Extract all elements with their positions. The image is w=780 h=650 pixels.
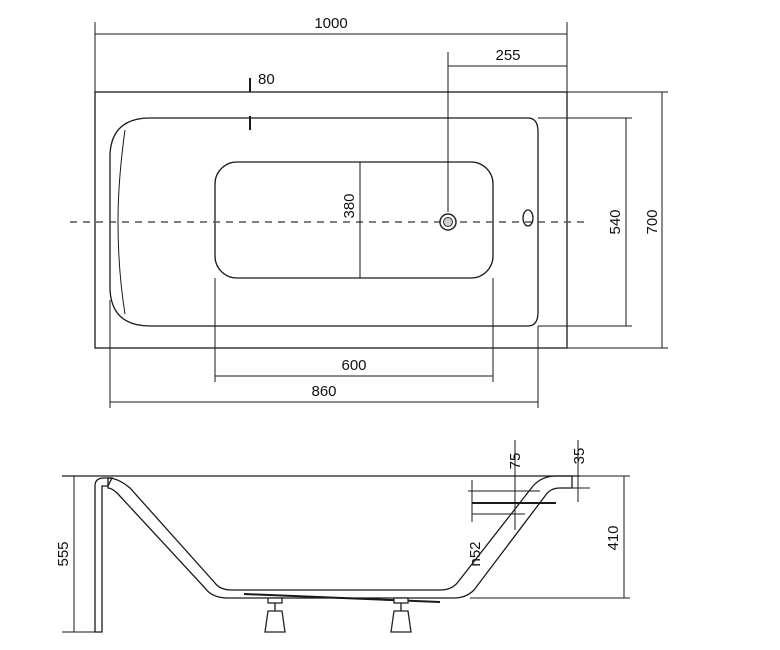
dim-label-total-width: 700 xyxy=(644,209,661,234)
tub-outer-rim xyxy=(94,91,568,349)
side-apron-panel xyxy=(94,477,114,633)
dim-label-inner-length: 860 xyxy=(311,383,336,400)
dim-label-bottom-length: 600 xyxy=(341,357,366,374)
dim-label-total-height: 555 xyxy=(55,541,72,566)
overflow-icon xyxy=(522,209,534,227)
tub-inner-basin xyxy=(109,117,539,327)
dim-label-bottom-width: 380 xyxy=(341,193,358,218)
basin-inner-contour xyxy=(117,129,126,315)
dim-label-inner-width: 540 xyxy=(607,209,624,234)
dim-label-drain-offset: 255 xyxy=(495,47,520,64)
dim-label-inner-depth: 410 xyxy=(605,525,622,550)
top-view: 1000 255 80 380 540 700 600 860 xyxy=(70,15,668,408)
dim-label-rim: 80 xyxy=(258,71,275,88)
side-tub-shell xyxy=(107,475,573,599)
dim-label-overflow: 75 xyxy=(507,453,524,470)
dim-label-drain: n52 xyxy=(467,541,484,566)
side-view: 555 75 n52 35 410 xyxy=(55,440,630,633)
dim-label-total-length: 1000 xyxy=(314,15,347,32)
drain-inner-icon xyxy=(443,217,453,227)
dim-label-rim-thickness: 35 xyxy=(571,448,588,465)
foot-right xyxy=(390,597,412,633)
tub-bottom-area xyxy=(214,161,494,279)
foot-left xyxy=(264,597,286,633)
